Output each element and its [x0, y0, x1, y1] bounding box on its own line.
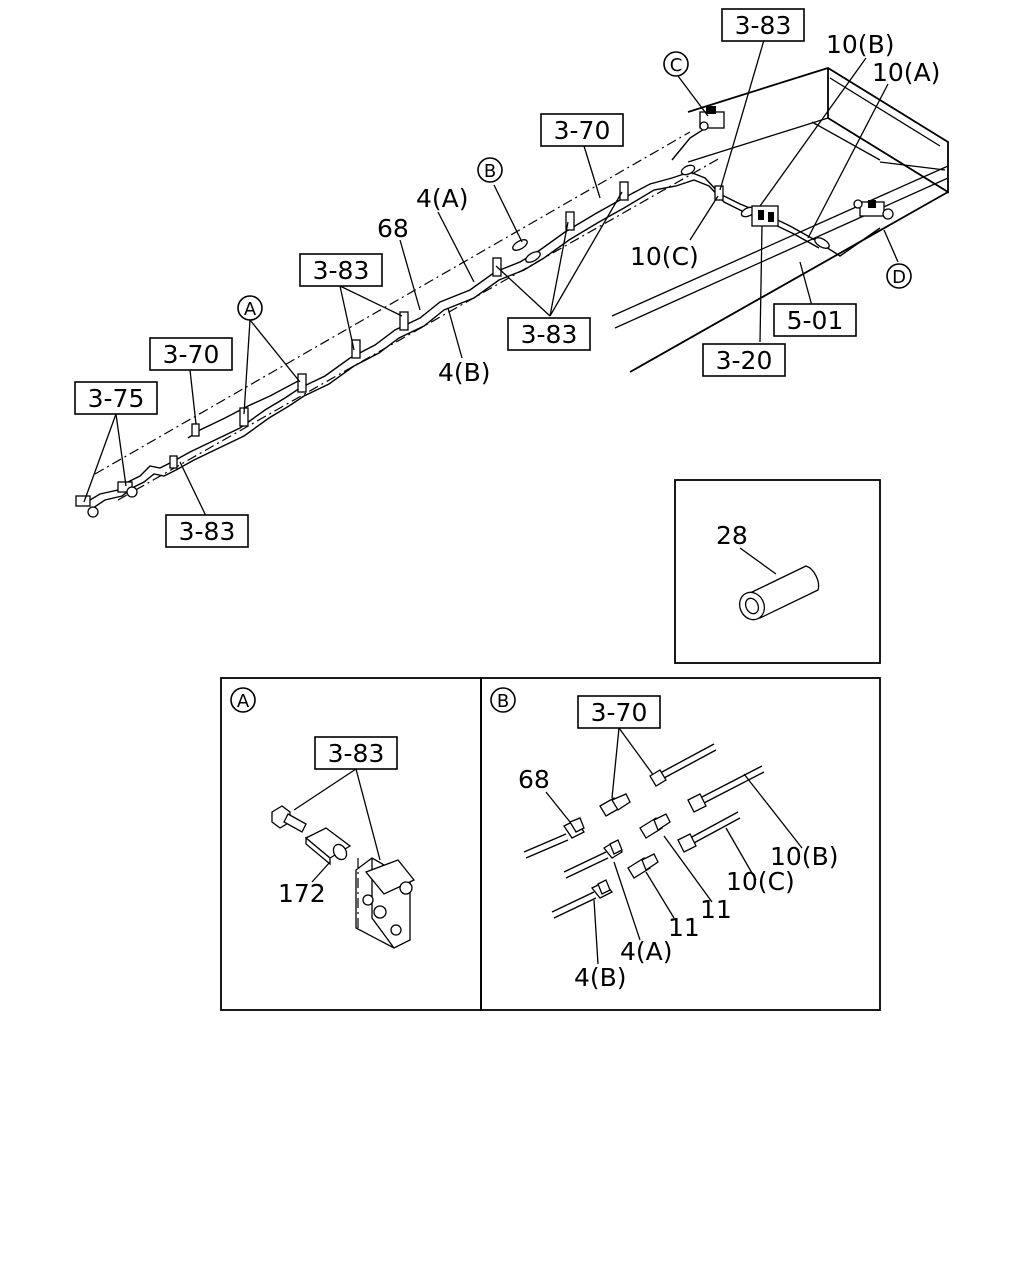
detail-b-union-low: [627, 853, 659, 879]
detail-b-pipe-10b: [687, 765, 765, 813]
svg-text:3-70: 3-70: [163, 340, 220, 369]
hose-fittings: [512, 164, 830, 263]
pipe-clips: [169, 181, 724, 469]
detail-a-bracket: [355, 857, 416, 949]
detail-b-pipe-10c: [677, 811, 741, 853]
detail-b-union-top: [599, 793, 631, 817]
svg-text:A: A: [237, 691, 250, 712]
detail-a-label-172: 172: [278, 879, 326, 908]
svg-text:D: D: [892, 267, 906, 288]
marker-a: A: [237, 295, 263, 321]
callout-3-83-bottom: 3-83: [165, 514, 249, 548]
label-4a: 4(A): [416, 184, 469, 213]
detail-a-spacer-172: [304, 827, 352, 866]
detail-b-label-4a: 4(A): [620, 937, 673, 966]
marker-c: C: [663, 51, 689, 77]
svg-text:28: 28: [716, 521, 748, 550]
frame-rail: [94, 67, 949, 501]
label-10b: 10(B): [826, 30, 894, 59]
detail-b-label-68: 68: [518, 765, 550, 794]
rear-valves-3-75: [75, 481, 138, 518]
callout-3-20: 3-20: [702, 343, 786, 377]
main-leader-lines: [83, 39, 899, 517]
callout-3-70-top: 3-70: [540, 113, 624, 147]
detail-b-callout-3-70: 3-70: [577, 695, 661, 729]
svg-text:B: B: [497, 691, 509, 712]
svg-text:3-20: 3-20: [716, 346, 773, 375]
detail-a-callout-3-83: 3-83: [314, 736, 398, 770]
detail-b-label-10b: 10(B): [770, 842, 838, 871]
svg-text:3-83: 3-83: [179, 517, 236, 546]
svg-text:A: A: [244, 299, 257, 320]
rear-valve-d: [853, 199, 894, 220]
svg-text:3-83: 3-83: [313, 256, 370, 285]
detail-b-pipe-4b: [551, 879, 614, 919]
detail-b-label-4b: 4(B): [574, 963, 627, 992]
svg-text:3-83: 3-83: [521, 320, 578, 349]
callout-3-83-center: 3-83: [507, 317, 591, 351]
callout-3-83-mid: 3-83: [299, 253, 383, 287]
callout-3-83-top: 3-83: [721, 8, 805, 42]
detail-b-pipe-top: [649, 743, 717, 787]
detail-a-bolt: [271, 805, 307, 833]
detail-a-panel: A 3-83 172: [220, 677, 482, 1011]
junction-block: [751, 205, 779, 227]
label-10c: 10(C): [630, 242, 699, 271]
detail-b-panel: B 3-70: [480, 677, 881, 1011]
svg-text:B: B: [484, 161, 496, 182]
svg-text:5-01: 5-01: [787, 306, 844, 335]
callout-5-01: 5-01: [773, 303, 857, 337]
inset-part-28: 28: [674, 479, 881, 664]
detail-b-pipe-68: [523, 817, 585, 859]
detail-b-label-10c: 10(C): [726, 867, 795, 896]
marker-d: D: [886, 263, 912, 289]
detail-b-label-11-upper: 11: [700, 895, 732, 924]
detail-b-pipe-4a: [563, 839, 623, 879]
front-valve-c: [699, 106, 725, 131]
svg-text:3-70: 3-70: [554, 116, 611, 145]
svg-text:3-83: 3-83: [328, 739, 385, 768]
spacer-tube: [738, 565, 820, 621]
detail-b-label-11-lower: 11: [668, 913, 700, 942]
svg-text:3-83: 3-83: [735, 11, 792, 40]
svg-text:C: C: [670, 55, 683, 76]
detail-b-marker: B: [490, 687, 516, 713]
label-10a: 10(A): [872, 58, 940, 87]
marker-b: B: [477, 157, 503, 183]
callout-3-70-left: 3-70: [149, 337, 233, 371]
label-4b: 4(B): [438, 358, 491, 387]
label-68: 68: [377, 214, 409, 243]
svg-text:3-75: 3-75: [88, 384, 145, 413]
detail-a-marker: A: [230, 687, 256, 713]
svg-text:3-70: 3-70: [591, 698, 648, 727]
detail-b-union-mid: [639, 813, 671, 839]
callout-3-75: 3-75: [74, 381, 158, 415]
